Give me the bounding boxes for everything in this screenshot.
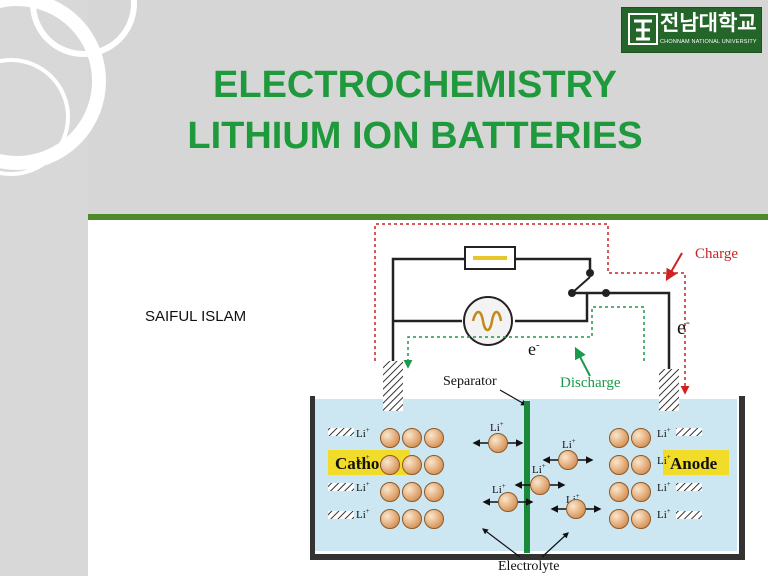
li-ion-label: Li+ — [562, 437, 576, 451]
separator-membrane — [524, 401, 530, 553]
accent-rule — [88, 214, 768, 220]
li-ion — [380, 455, 400, 475]
electrolyte-pointer — [541, 532, 569, 558]
separator-pointer — [499, 389, 528, 406]
li-ion-label: Li+ — [657, 453, 671, 467]
electron-label-top: e- — [528, 339, 540, 359]
li-ion — [402, 509, 422, 529]
battery-container — [310, 396, 745, 560]
li-ion-label: Li+ — [356, 453, 370, 467]
title-line-1: ELECTROCHEMISTRY — [213, 64, 617, 106]
li-ion — [609, 509, 629, 529]
li-ion — [402, 455, 422, 475]
li-ion — [402, 482, 422, 502]
li-ion-label: Li+ — [356, 507, 370, 521]
li-ion — [380, 482, 400, 502]
li-ion — [424, 428, 444, 448]
li-ion — [631, 428, 651, 448]
anode-label: Anode — [670, 454, 718, 473]
separator-label: Separator — [443, 374, 497, 389]
li-ion — [498, 492, 518, 512]
author-name: SAIFUL ISLAM — [145, 308, 247, 325]
university-emblem-icon — [628, 13, 658, 45]
charge-label: Charge — [695, 246, 738, 262]
li-ion-label: Li+ — [356, 426, 370, 440]
switch-icon — [568, 269, 610, 297]
li-ion-label: Li+ — [566, 492, 580, 506]
light-bulb-icon — [463, 296, 513, 346]
li-ion — [609, 455, 629, 475]
li-ion — [402, 428, 422, 448]
discharge-label: Discharge — [560, 375, 621, 391]
li-ion — [558, 450, 578, 470]
li-ion — [488, 433, 508, 453]
li-ion-label: Li+ — [356, 480, 370, 494]
li-ion — [530, 475, 550, 495]
li-ion — [380, 509, 400, 529]
lithium-ions: Li+ Li+ Li+ Li+ Li+ Li+ Li+ Li+ Li+ Li+ Li+ Li+ Li+ — [356, 420, 671, 529]
battery-diagram: Charge Discharge e- e- Separator Cathode… — [310, 223, 745, 574]
li-ion-label: Li+ — [657, 507, 671, 521]
li-ion — [631, 455, 651, 475]
university-logo: 전남대학교 CHONNAM NATIONAL UNIVERSITY — [621, 7, 762, 53]
li-ion-label: Li+ — [492, 482, 506, 496]
li-ion — [631, 509, 651, 529]
charge-path — [374, 223, 690, 395]
electron-label-anode-side: e- — [677, 315, 690, 339]
li-ion — [424, 455, 444, 475]
electrolyte-label: Electrolyte — [498, 559, 559, 574]
li-ion — [566, 499, 586, 519]
li-ion — [424, 482, 444, 502]
logo-english-name: CHONNAM NATIONAL UNIVERSITY — [660, 39, 757, 45]
li-ion — [609, 428, 629, 448]
logo-korean-name: 전남대학교 — [660, 12, 757, 35]
li-ion — [609, 482, 629, 502]
li-ion-label: Li+ — [490, 420, 504, 434]
li-ion — [631, 482, 651, 502]
slide-title: ELECTROCHEMISTRY LITHIUM ION BATTERIES — [120, 60, 710, 162]
li-ion — [424, 509, 444, 529]
anode-label-box — [663, 450, 729, 475]
li-ion-label: Li+ — [532, 462, 546, 476]
li-ion — [380, 428, 400, 448]
li-ion-label: Li+ — [657, 480, 671, 494]
title-line-2: LITHIUM ION BATTERIES — [187, 115, 643, 157]
electrolyte-pointer — [482, 528, 521, 558]
discharge-path — [403, 306, 645, 377]
li-ion-label: Li+ — [657, 426, 671, 440]
